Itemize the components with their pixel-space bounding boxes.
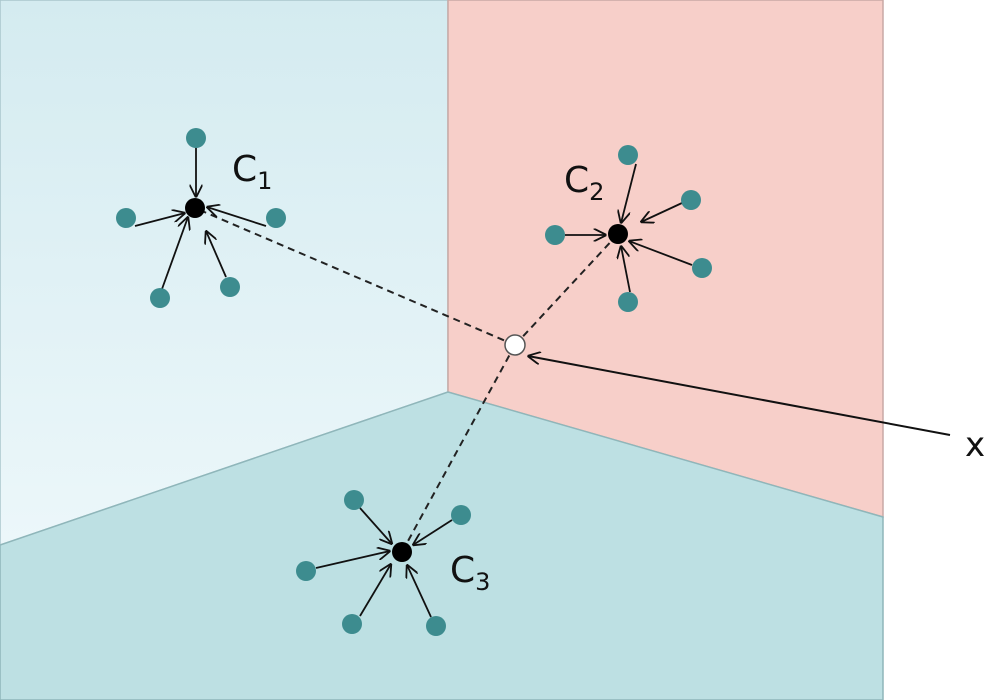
centroid-c2 [608,224,628,244]
cluster-3: C3 [296,490,490,636]
centroid-label-c2: C2 [564,160,604,206]
assignment-arrow [359,564,391,617]
query-point [504,334,526,356]
centroid-c3 [392,542,412,562]
distance-line-c1 [194,207,516,346]
centroid-label-c3: C3 [450,550,490,596]
assignment-arrow [206,231,227,278]
data-point [220,277,240,297]
cluster-2: C2 [545,145,712,312]
label-letter: C [450,550,475,591]
data-point [618,145,638,165]
assignment-arrow [641,202,683,222]
label-index: 3 [475,568,490,596]
data-point [342,614,362,634]
assignment-arrow [413,519,453,545]
data-point [150,288,170,308]
assignment-arrow [207,207,267,227]
data-point [618,292,638,312]
assignment-arrow [621,246,631,293]
data-point [116,208,136,228]
assignment-arrow [134,213,185,227]
data-point [545,225,565,245]
centroid-c1 [185,198,205,218]
data-point [296,561,316,581]
label-index: 2 [589,178,604,206]
distance-line-c3 [401,344,516,553]
assignment-arrow [621,163,637,223]
data-point [344,490,364,510]
data-point [426,616,446,636]
data-point [692,258,712,278]
region-cluster-3 [0,391,884,700]
assignment-arrow [359,507,392,544]
distance-line-c2 [514,233,619,346]
data-point [451,505,471,525]
assignment-arrow [161,217,188,290]
data-point [266,208,286,228]
assignment-arrow [407,565,432,618]
assignment-arrow [315,551,390,569]
data-point [681,190,701,210]
query-pointer-arrow [528,356,951,436]
cluster-1: C1 [116,128,286,308]
label-index: 1 [257,167,272,195]
label-letter: C [232,149,257,190]
assignment-arrow [629,241,693,266]
query-label: x [965,425,985,465]
data-point [186,128,206,148]
centroid-label-c1: C1 [232,149,272,195]
label-letter: C [564,160,589,201]
